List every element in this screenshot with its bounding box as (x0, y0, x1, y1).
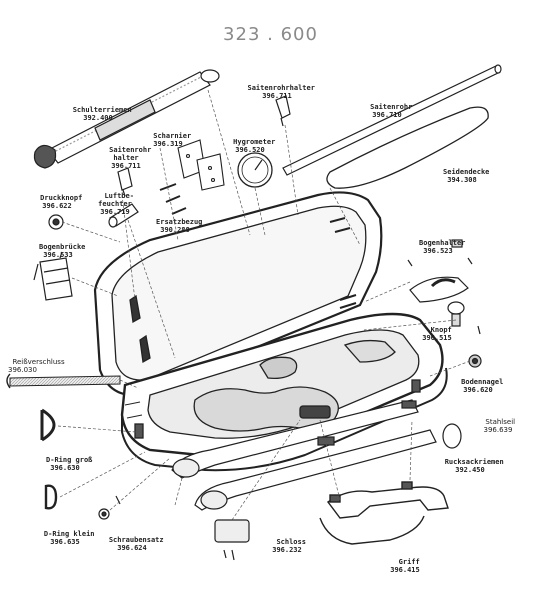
string-tube-holder-left-part (117, 167, 133, 197)
string-tube-holder-top-part (275, 95, 291, 127)
screw-set-part (98, 495, 121, 520)
push-button-part (48, 214, 64, 230)
humidifier-part (108, 203, 139, 228)
bow-holder-part (407, 239, 473, 303)
bow-bridge-part (33, 251, 73, 301)
shoulder-strap-part (33, 69, 220, 169)
hinge-part (159, 139, 225, 215)
diagram-title: 323 . 600 (223, 24, 318, 45)
string-tube-part (282, 64, 502, 176)
leader-lines (57, 89, 471, 521)
handle-part (319, 481, 449, 545)
zipper-part (6, 373, 121, 389)
bottom-nail-part (468, 354, 482, 368)
silk-cover-part (326, 106, 489, 189)
backpack-straps-part (171, 399, 437, 511)
violin-case (93, 191, 448, 472)
steel-cable-part (442, 423, 462, 449)
lock-part (214, 519, 250, 561)
d-ring-small-part (44, 484, 58, 510)
hygrometer-part (237, 152, 273, 188)
d-ring-large-part (40, 408, 56, 442)
